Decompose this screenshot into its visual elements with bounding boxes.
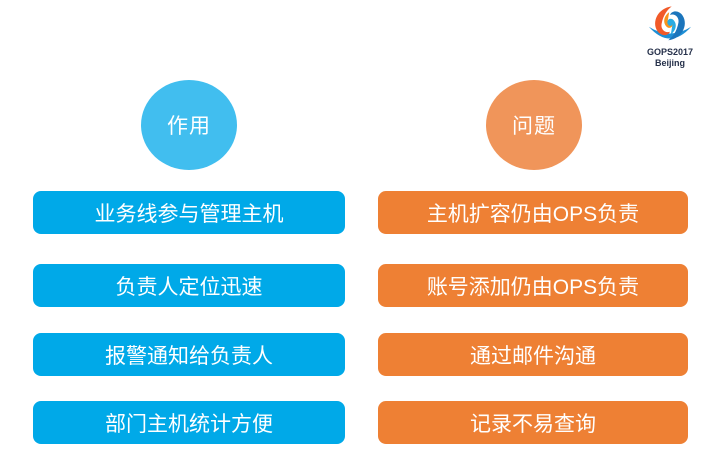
problem-item-3: 通过邮件沟通: [378, 333, 688, 376]
logo-line2: Beijing: [654, 58, 685, 68]
header-label-problem: 问题: [512, 115, 556, 138]
problem-item-4: 记录不易查询: [378, 401, 688, 444]
header-label-function: 作用: [167, 115, 211, 138]
problem-item-2-label: 账号添加仍由OPS负责: [426, 275, 640, 299]
function-item-3-label: 报警通知给负责人: [105, 344, 273, 368]
function-item-1: 业务线参与管理主机: [33, 191, 345, 234]
logo-line1: GOPS2017: [646, 47, 694, 57]
function-item-1-label: 业务线参与管理主机: [94, 202, 284, 226]
problem-item-2: 账号添加仍由OPS负责: [378, 264, 688, 307]
problem-item-3-label: 通过邮件沟通: [470, 344, 596, 368]
gops-swirl-icon: [648, 6, 692, 41]
header-circle-function: 作用: [141, 80, 237, 170]
function-item-4-label: 部门主机统计方便: [105, 412, 273, 436]
function-item-2: 负责人定位迅速: [33, 264, 345, 307]
problem-item-1-label: 主机扩容仍由OPS负责: [426, 202, 640, 226]
function-item-2-label: 负责人定位迅速: [115, 275, 263, 299]
problem-item-4-label: 记录不易查询: [470, 412, 596, 436]
problem-item-1: 主机扩容仍由OPS负责: [378, 191, 688, 234]
function-item-3: 报警通知给负责人: [33, 333, 345, 376]
header-circle-problem: 问题: [486, 80, 582, 170]
function-item-4: 部门主机统计方便: [33, 401, 345, 444]
gops-logo: GOPS2017 Beijing: [630, 3, 710, 69]
